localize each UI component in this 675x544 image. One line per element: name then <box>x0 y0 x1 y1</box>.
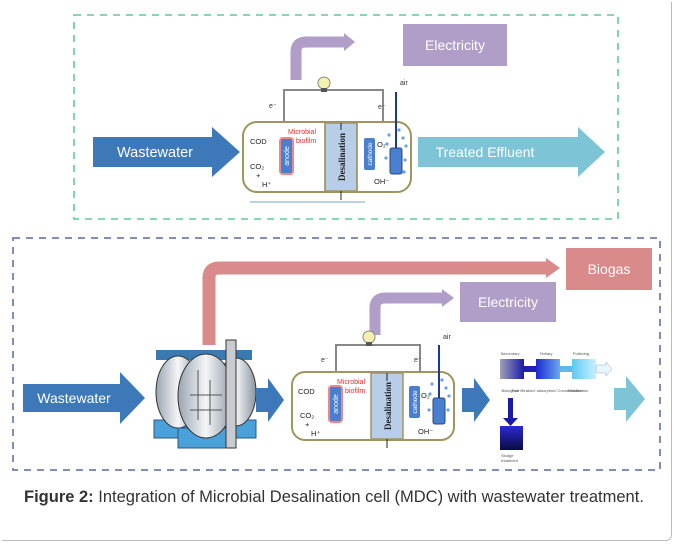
top-panel-border <box>73 14 619 220</box>
svg-text:cathode: cathode <box>412 390 419 414</box>
electricity-arrow-bottom <box>369 292 444 335</box>
mdc-cell-bottom: Desalination anode cathode e⁻ e⁻ air Mic… <box>291 330 455 448</box>
lightbulb-icon <box>362 330 376 344</box>
svg-text:Tertiary: Tertiary <box>539 351 552 356</box>
arrow-to-treatment <box>462 378 490 422</box>
wastewater-label-top: Wastewater <box>117 145 193 161</box>
anode <box>328 385 343 423</box>
anode <box>279 137 294 175</box>
svg-text:H⁺: H⁺ <box>262 180 271 189</box>
electricity-arrow-top <box>290 36 346 80</box>
svg-text:Desalination: Desalination <box>383 382 393 430</box>
polishing-stage <box>572 359 596 379</box>
svg-text:Sludge: Sludge <box>501 453 514 458</box>
wastewater-label-bottom: Wastewater <box>37 390 111 406</box>
secondary-stage <box>500 359 524 379</box>
svg-text:Disinfection: Disinfection <box>568 388 589 393</box>
arrow-to-cell <box>256 378 284 422</box>
svg-text:treatment: treatment <box>501 458 519 463</box>
bottom-panel-border <box>12 237 661 471</box>
svg-text:OH⁻: OH⁻ <box>374 177 389 186</box>
svg-text:Secondary: Secondary <box>500 351 519 356</box>
mdc-cell-top: Desalination anode cathode e⁻ e⁻ air Mic… <box>242 76 412 203</box>
svg-text:Biological: Biological <box>501 388 518 393</box>
electricity-arrow-top-head <box>344 33 355 51</box>
svg-text:biofilm: biofilm <box>345 388 365 395</box>
electricity-label-top: Electricity <box>425 37 485 53</box>
svg-text:COD: COD <box>250 137 267 146</box>
wastewater-arrow-top <box>93 127 240 177</box>
svg-text:OH⁻: OH⁻ <box>418 427 433 436</box>
svg-text:H⁺: H⁺ <box>311 429 320 438</box>
svg-text:anode: anode <box>333 394 340 414</box>
svg-text:O₂: O₂ <box>421 391 430 400</box>
fine-filtration-label: Fine filtration/ adsorption/ Concentrati… <box>512 388 583 393</box>
biogas-label: Biogas <box>588 261 631 277</box>
anaerobic-digester-icon <box>153 339 257 449</box>
wastewater-arrow-bottom <box>23 372 145 424</box>
output-arrow-bottom <box>614 376 645 422</box>
svg-text:O₂: O₂ <box>377 140 386 149</box>
svg-text:Microbial: Microbial <box>337 379 365 386</box>
svg-text:COD: COD <box>298 387 315 396</box>
svg-text:+: + <box>305 420 310 429</box>
svg-text:Polishing: Polishing <box>573 351 589 356</box>
svg-text:anode: anode <box>284 146 291 166</box>
svg-text:e⁻: e⁻ <box>378 104 386 111</box>
svg-text:CO₂: CO₂ <box>250 162 264 171</box>
electricity-box-bottom <box>460 282 556 322</box>
figure-label: Figure 2: <box>24 488 94 506</box>
electricity-box-top <box>403 24 507 66</box>
caption-text: Integration of Microbial Desalination ce… <box>93 488 644 506</box>
sludge-box <box>500 426 523 450</box>
svg-text:cathode: cathode <box>367 142 374 166</box>
svg-text:CO₂: CO₂ <box>300 411 314 420</box>
treatment-train: Secondary Tertiary Polishing Biological … <box>500 351 613 463</box>
cathode <box>364 138 375 170</box>
svg-text:Desalination: Desalination <box>337 133 347 181</box>
lightbulb-icon <box>317 76 331 90</box>
figure-caption: Figure 2: Integration of Microbial Desal… <box>24 487 652 508</box>
biogas-arrow <box>202 261 548 345</box>
svg-text:e⁻: e⁻ <box>269 103 277 110</box>
svg-text:+: + <box>256 171 261 180</box>
svg-text:e⁻: e⁻ <box>414 357 422 364</box>
svg-text:biofilm: biofilm <box>296 138 316 145</box>
treated-effluent-arrow <box>418 127 605 177</box>
electricity-label-bottom: Electricity <box>478 294 538 310</box>
svg-text:air: air <box>443 334 451 341</box>
biogas-arrow-head <box>546 258 560 278</box>
svg-text:Microbial: Microbial <box>288 129 316 136</box>
tertiary-stage <box>536 359 560 379</box>
svg-text:air: air <box>400 80 408 87</box>
biogas-box <box>566 248 652 290</box>
electricity-arrow-bottom-head <box>442 289 454 307</box>
svg-text:e⁻: e⁻ <box>321 357 329 364</box>
treated-effluent-label: Treated Effluent <box>436 144 535 160</box>
cathode <box>409 386 420 418</box>
